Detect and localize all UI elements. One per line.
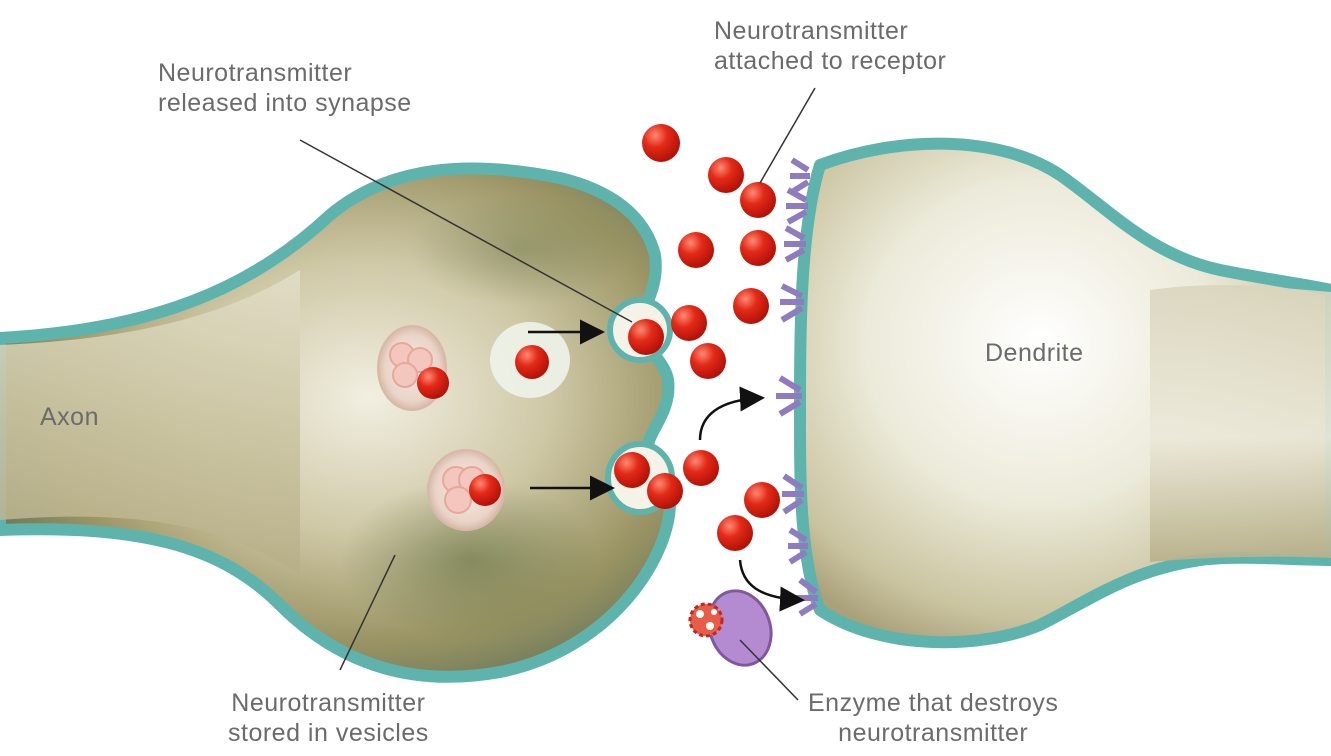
label-released-line1: Neurotransmitter — [158, 58, 412, 88]
label-stored-line2: stored in vesicles — [228, 718, 429, 748]
neurotransmitter-molecule — [744, 482, 780, 518]
label-attached-line1: Neurotransmitter — [714, 16, 946, 46]
label-stored: Neurotransmitter stored in vesicles — [228, 688, 429, 748]
neurotransmitter-molecule — [678, 232, 714, 268]
label-enzyme-line2: neurotransmitter — [808, 718, 1058, 748]
axon-terminal — [0, 168, 670, 676]
arrow-to-receptor — [700, 398, 760, 440]
neurotransmitter-molecule — [671, 305, 707, 341]
label-dendrite: Dendrite — [985, 338, 1084, 368]
label-attached-line2: attached to receptor — [714, 46, 946, 76]
neurotransmitter-molecule — [733, 288, 769, 324]
label-released: Neurotransmitter released into synapse — [158, 58, 412, 118]
neurotransmitter-molecule — [690, 343, 726, 379]
vesicle-docking-upper — [490, 322, 570, 398]
label-enzyme-line1: Enzyme that destroys — [808, 688, 1058, 718]
label-released-line2: released into synapse — [158, 88, 412, 118]
vesicle-lower — [428, 450, 504, 530]
label-attached: Neurotransmitter attached to receptor — [714, 16, 946, 76]
neurotransmitter-molecule — [740, 182, 776, 218]
neurotransmitter-molecule — [614, 452, 650, 488]
neurotransmitter-molecule — [717, 515, 753, 551]
enzyme — [690, 582, 781, 674]
label-enzyme: Enzyme that destroys neurotransmitter — [808, 688, 1058, 748]
label-axon: Axon — [40, 402, 99, 432]
neurotransmitter-molecule — [647, 473, 683, 509]
neurotransmitter-molecule — [642, 124, 680, 162]
label-stored-line1: Neurotransmitter — [228, 688, 429, 718]
neurotransmitter-molecule — [683, 450, 719, 486]
neurotransmitter-molecule — [628, 319, 664, 355]
neurotransmitter-molecule — [708, 157, 744, 193]
dendrite-body — [800, 144, 1331, 643]
neurotransmitter-molecule — [740, 230, 776, 266]
